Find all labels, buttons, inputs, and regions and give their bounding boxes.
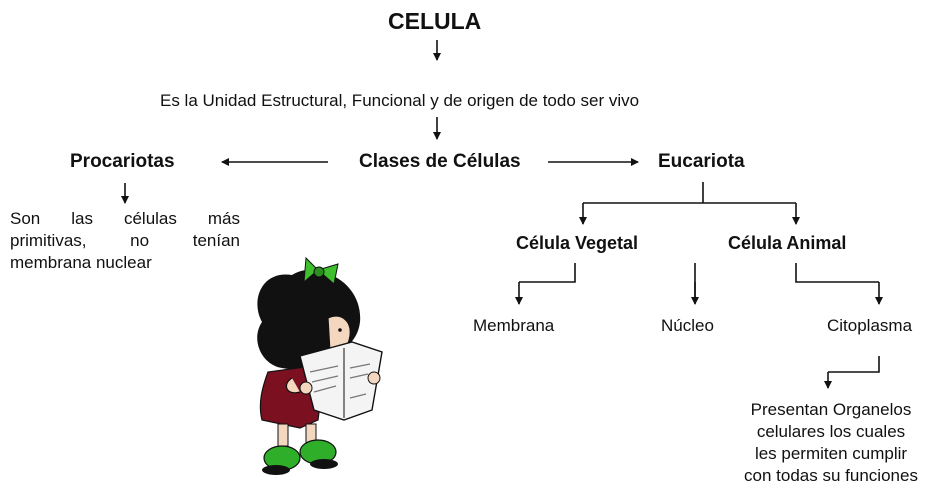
citoplasma-description: Presentan Organelos celulares los cuales… [728, 399, 934, 487]
citoplasma-description-line: con todas su funciones [744, 466, 918, 485]
procariotas-description-line: membrana nuclear [10, 253, 152, 272]
connector-parts-branch [519, 263, 879, 302]
citoplasma-description-line: celulares los cuales [756, 422, 906, 441]
connector-citoplasma-description [828, 356, 880, 373]
eucariota-node: Eucariota [658, 151, 745, 172]
connector-eucariota-branch [583, 182, 796, 204]
citoplasma-description-line: les permiten cumplir [754, 444, 908, 463]
procariotas-description-line: Son las células más [10, 209, 240, 228]
part-citoplasma: Citoplasma [827, 316, 913, 335]
procariotas-description: Son las células más primitivas, no tenía… [10, 208, 240, 274]
definition-text: Es la Unidad Estructural, Funcional y de… [160, 91, 640, 110]
clases-de-celulas-node: Clases de Células [359, 151, 521, 172]
citoplasma-description-line: Presentan Organelos [750, 400, 912, 419]
procariotas-node: Procariotas [70, 151, 175, 172]
procariotas-description-line: primitivas, no tenían [10, 231, 240, 250]
mafalda-reading-newspaper-icon [257, 256, 383, 475]
part-nucleo: Núcleo [661, 316, 714, 335]
diagram-title: CELULA [388, 8, 482, 34]
part-membrana: Membrana [473, 316, 555, 335]
celula-vegetal-node: Célula Vegetal [516, 233, 639, 253]
celula-animal-node: Célula Animal [728, 233, 847, 253]
